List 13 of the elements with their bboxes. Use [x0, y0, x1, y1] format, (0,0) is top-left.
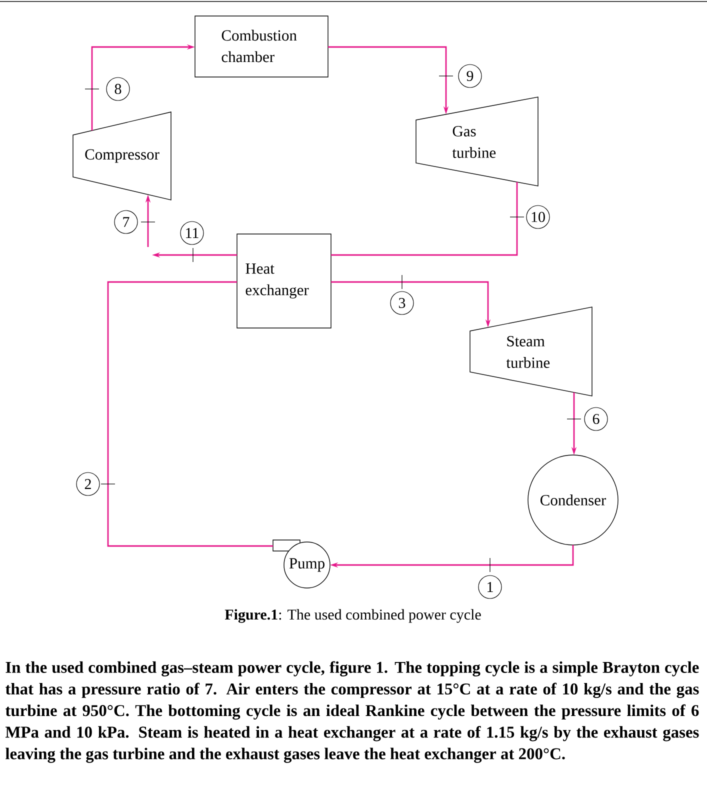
callout-number: 8	[106, 77, 130, 101]
problem-text: In the used combined gas–steam power cycle, figure 1. The topping cycle is a simple Brayton cycle that has a pressure ratio of 7. Air enters the compressor at 15°C at a rate of 10 kg/s and the gas turbine at 950°C. The bottoming cycle is an ideal Rankine cycle between the pressure limits of 6 MPa and 10 kPa. Steam is heated in a heat exchanger at a rate of 1.15 kg/s by the exhaust gases leaving the gas turbine and the exhaust gases leave the heat exchanger at 200°C.	[5, 661, 699, 763]
heat-exchanger-box: Heat exchanger	[236, 234, 332, 328]
callout-number: 6	[584, 407, 608, 431]
chamber-box: Combustion chamber	[194, 16, 328, 78]
callout-number: 2	[76, 472, 100, 496]
callout-number: 7	[114, 210, 138, 234]
callout-number: 1	[478, 575, 502, 599]
callout-number: 3	[390, 291, 414, 315]
callout-number: 9	[458, 64, 482, 88]
callout-number: 11	[180, 221, 204, 245]
figure-caption: Figure.1: The used combined power cycle	[224, 609, 481, 623]
callout-number: 10	[526, 205, 550, 229]
